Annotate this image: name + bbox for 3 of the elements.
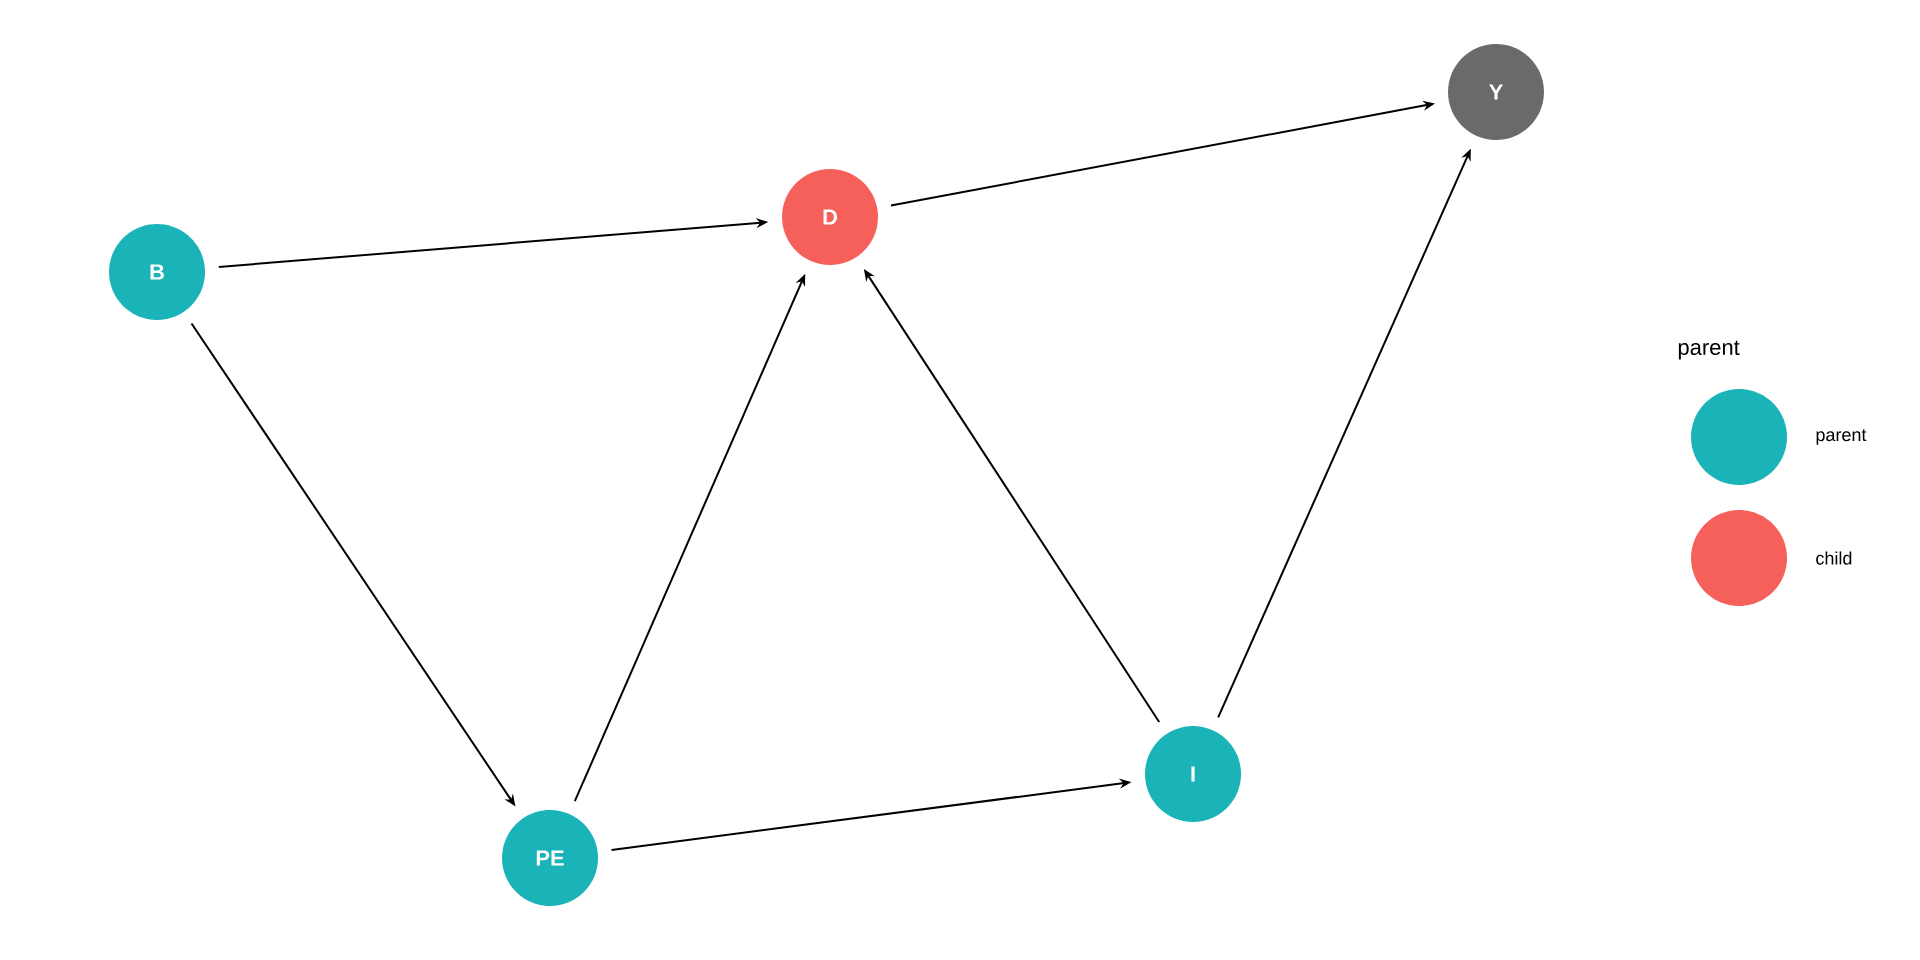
legend-label: child xyxy=(1816,551,1852,565)
legend-label: parent xyxy=(1816,429,1867,445)
legend-title: parent xyxy=(1678,340,1740,360)
